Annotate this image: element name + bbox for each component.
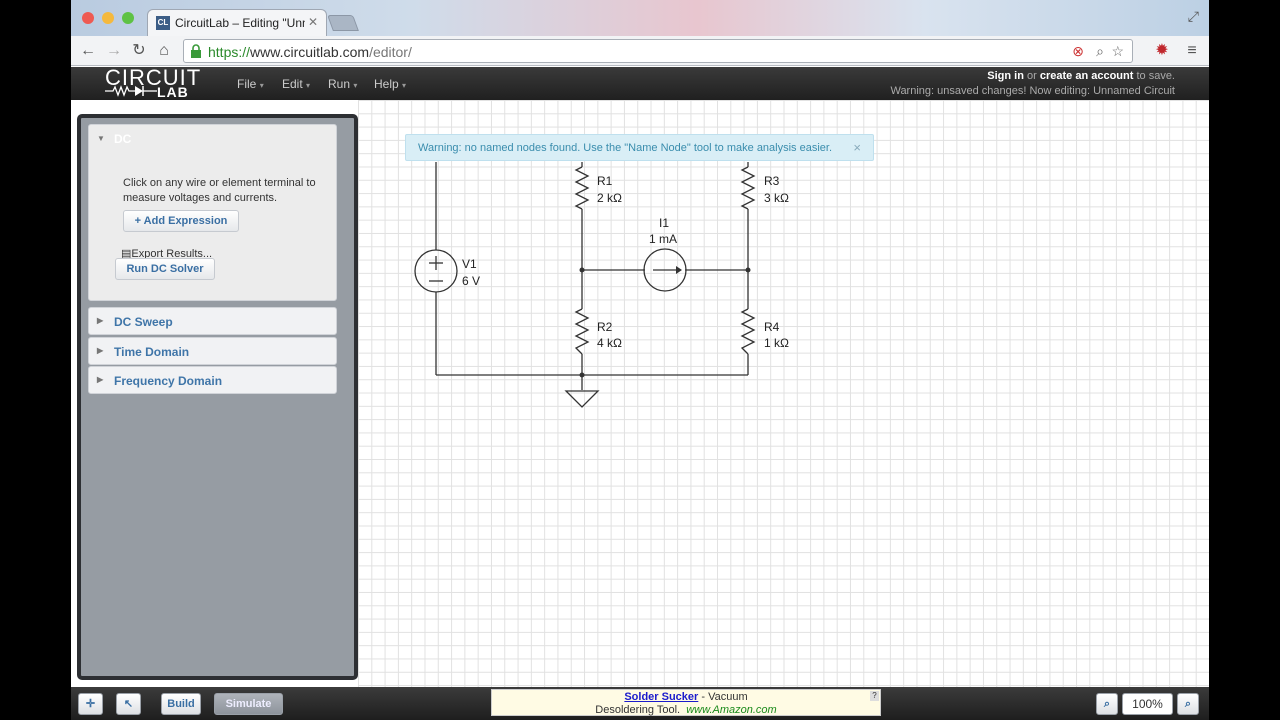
r4-resistor-symbol[interactable] [740,308,756,355]
export-results-link[interactable]: ▤Export Results... [121,248,213,260]
zoom-level[interactable]: 100% [1122,693,1173,715]
r1-name[interactable]: R1 [597,174,613,188]
v1-value[interactable]: 6 V [462,274,480,288]
wrench-icon[interactable]: ≡ [1187,42,1197,59]
section-time-domain[interactable]: ▶Time Domain [88,337,337,365]
r4-name[interactable]: R4 [764,320,780,334]
section-frequency-domain[interactable]: ▶Frequency Domain [88,366,337,394]
search-icon[interactable]: ⌕ [1096,43,1104,59]
schematic-canvas[interactable]: V1 6 V R1 2 kΩ R2 4 kΩ R3 3 kΩ R4 1 kΩ I… [358,100,1209,687]
r3-name[interactable]: R3 [764,174,780,188]
zoom-window-button[interactable] [122,12,134,24]
current-arrowhead-icon [676,266,682,274]
menu-file[interactable]: File ▾ [237,77,264,91]
collapsed-arrow-icon: ▶ [97,346,104,355]
home-icon[interactable]: ⌂ [159,42,169,59]
pointer-tool-icon[interactable]: ↖ [116,693,141,715]
ad-url[interactable]: www.Amazon.com [686,704,777,716]
junction-dot[interactable] [579,267,585,273]
browser-toolbar: ← → ↻ ⌂ https://www.circuitlab.com/edito… [71,36,1209,66]
dc-section-header[interactable]: ▼ DC [97,132,132,146]
junction-dot[interactable] [745,267,751,273]
r2-name[interactable]: R2 [597,320,613,334]
browser-window: CL CircuitLab – Editing "Unna ✕ ⤢ ← → ↻ … [71,0,1209,720]
plus-tool-icon[interactable]: ✛ [78,693,103,715]
dc-help-text: Click on any wire or element terminal to… [123,177,316,204]
unsaved-warning: Warning: unsaved changes! Now editing: U… [890,85,1175,97]
r3-resistor-symbol[interactable] [740,166,756,210]
r3-value[interactable]: 3 kΩ [764,191,789,205]
back-icon[interactable]: ← [80,42,96,59]
v1-name[interactable]: V1 [462,257,477,271]
circuitlab-logo[interactable]: CIRCUIT LAB [105,65,202,100]
close-icon[interactable]: × [853,140,861,155]
tab-close-icon[interactable]: ✕ [307,15,318,29]
zoom-in-icon[interactable]: ⌕ [1177,693,1199,715]
r1-value[interactable]: 2 kΩ [597,191,622,205]
tab-bar: CL CircuitLab – Editing "Unna ✕ ⤢ [71,0,1209,36]
fullscreen-icon[interactable]: ⤢ [1187,8,1199,24]
simulation-panel: ▼ DC Click on any wire or element termin… [77,114,358,680]
menu-help[interactable]: Help ▾ [374,77,407,91]
sign-in-link[interactable]: Sign in [987,70,1024,82]
simulate-button[interactable]: Simulate [214,693,283,715]
extension-icon[interactable]: ✹ [1155,42,1169,59]
reload-icon[interactable]: ↻ [132,42,146,59]
ground-symbol[interactable] [564,390,600,408]
blocked-icon[interactable]: ⊗ [1072,43,1084,59]
app-header: CIRCUIT LAB File ▾ Edit ▾ Run ▾ Help ▾ S… [71,67,1209,100]
close-window-button[interactable] [82,12,94,24]
ad-title-link[interactable]: Solder Sucker [624,691,699,703]
favicon-icon: CL [156,16,170,30]
build-button[interactable]: Build [161,693,201,715]
menu-edit[interactable]: Edit ▾ [282,77,311,91]
r2-value[interactable]: 4 kΩ [597,336,622,350]
lock-icon [191,44,201,58]
new-tab-button[interactable] [327,15,359,31]
warning-banner: Warning: no named nodes found. Use the "… [405,134,874,161]
address-bar[interactable]: https://www.circuitlab.com/editor/ ⊗ ⌕ ☆ [183,39,1133,63]
account-status: Sign in or create an account to save. Wa… [890,70,1175,97]
browser-tab[interactable]: CL CircuitLab – Editing "Unna ✕ [147,9,327,36]
collapsed-arrow-icon: ▶ [97,375,104,384]
dc-section: ▼ DC Click on any wire or element termin… [88,124,337,301]
url-text: https://www.circuitlab.com/editor/ [208,44,412,60]
minimize-window-button[interactable] [102,12,114,24]
expanded-arrow-icon: ▼ [97,134,105,143]
collapsed-arrow-icon: ▶ [97,316,104,325]
bottom-toolbar: ✛ ↖ Build Simulate Solder Sucker - Vacuu… [71,687,1209,720]
star-icon[interactable]: ☆ [1111,43,1124,59]
tab-title: CircuitLab – Editing "Unna [175,16,305,30]
create-account-link[interactable]: create an account [1039,70,1134,82]
menu-run[interactable]: Run ▾ [328,77,358,91]
ad-info-badge[interactable]: ? [870,691,879,701]
circuit-schematic: V1 6 V R1 2 kΩ R2 4 kΩ R3 3 kΩ R4 1 kΩ I… [414,162,789,408]
i1-value[interactable]: 1 mA [649,232,677,246]
r4-value[interactable]: 1 kΩ [764,336,789,350]
warning-text: Warning: no named nodes found. Use the "… [418,142,833,154]
add-expression-button[interactable]: + Add Expression [123,210,239,232]
run-dc-solver-button[interactable]: Run DC Solver [115,258,215,280]
section-dc-sweep[interactable]: ▶DC Sweep [88,307,337,335]
i1-name[interactable]: I1 [659,216,669,230]
forward-icon[interactable]: → [106,42,122,59]
logo-resistor-icon [105,85,157,97]
r1-resistor-symbol[interactable] [574,166,590,210]
advertisement[interactable]: Solder Sucker - Vacuum Desoldering Tool.… [491,689,881,716]
r2-resistor-symbol[interactable] [574,308,590,355]
zoom-out-icon[interactable]: ⌕ [1096,693,1118,715]
table-icon: ▤ [121,248,132,260]
junction-dot[interactable] [579,372,585,378]
